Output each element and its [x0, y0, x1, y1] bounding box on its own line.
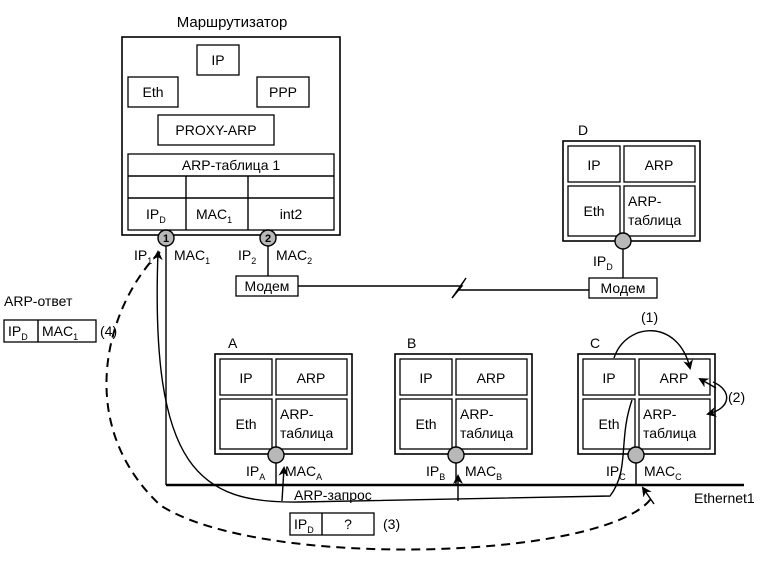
host-c-arp-table-block [638, 398, 711, 450]
arp-request-unknown-mac: ? [344, 516, 352, 532]
host-c-arp-table-label-1: ARP- [643, 406, 677, 422]
host-d-arp-table-label-2: таблица [628, 212, 681, 228]
arp-reply-path [105, 251, 652, 551]
router: Маршрутизатор IP Eth PPP PROXY-ARP ARP-т… [121, 14, 341, 266]
host-c-mac-address: MACC [644, 463, 682, 482]
router-ip-block [196, 44, 240, 76]
host-a-eth-label: Eth [235, 416, 256, 432]
router-port2-ip: IP2 [238, 247, 256, 266]
router-ip-label: IP [211, 52, 224, 68]
host-b-ip-address: IPB [426, 463, 445, 482]
host-a: A IP ARP Eth ARP- таблица IPA MACA [214, 335, 353, 482]
host-b-arp-table-label-2: таблица [460, 425, 513, 441]
host-a-arp-table-block [275, 398, 348, 450]
host-b-arp-label: ARP [477, 370, 506, 386]
host-b-ip-block [399, 358, 453, 396]
host-d-address: IPD [593, 253, 613, 272]
arp-request-to-a [278, 466, 289, 502]
router-proxy-arp-label: PROXY-ARP [175, 122, 256, 138]
host-c-ip-block [582, 358, 636, 396]
host-c: C IP ARP Eth ARP- таблица IPC MACC (1) (… [577, 309, 745, 482]
host-d: D IP ARP Eth ARP- таблица IPD [562, 122, 701, 272]
host-d-arp-table-block [623, 185, 696, 237]
host-d-eth-label: Eth [583, 203, 604, 219]
router-proxy-arp-block [157, 114, 275, 146]
router-ppp-block [256, 76, 310, 108]
router-arp-row-interface: int2 [280, 206, 303, 222]
host-d-ip-label: IP [587, 157, 600, 173]
router-arp-row-ip: IPD [146, 206, 166, 225]
router-port1-mac: MAC1 [174, 247, 210, 266]
host-b-arp-block [455, 358, 528, 396]
host-b-port [447, 446, 465, 464]
host-d-arp-table-label-1: ARP- [628, 193, 662, 209]
step-1-arrow [613, 330, 693, 370]
ethernet-label: Ethernet1 [694, 490, 755, 506]
step-2-arrow [706, 381, 728, 417]
host-b-arp-table-block [455, 398, 528, 450]
arp-request-frame [289, 512, 375, 536]
router-port1-ip: IP1 [134, 247, 152, 266]
arp-reply-mac: MAC1 [42, 323, 78, 342]
host-b-eth-block [399, 398, 453, 450]
host-a-ip-block [219, 358, 273, 396]
host-c-port [627, 446, 645, 464]
host-b: B IP ARP Eth ARP- таблица IPB MACB [394, 335, 533, 482]
arp-request-ip: IPD [294, 516, 314, 535]
router-eth-block [127, 76, 179, 108]
host-a-ip-address: IPA [246, 463, 265, 482]
host-a-eth-block [219, 398, 273, 450]
arp-reply-title: ARP-ответ [4, 293, 73, 309]
router-ppp-label: PPP [269, 84, 297, 100]
host-d-ip-block [567, 145, 621, 183]
arp-reply-ip: IPD [8, 323, 28, 342]
host-d-arp-label: ARP [645, 157, 674, 173]
router-port-2-label: 2 [265, 233, 271, 245]
host-a-arp-table-label-1: ARP- [280, 406, 314, 422]
router-port2-mac: MAC2 [276, 247, 312, 266]
step-1-label: (1) [641, 309, 658, 325]
host-a-port [267, 446, 285, 464]
step-2-label: (2) [728, 389, 745, 405]
arp-request-step: (3) [383, 516, 400, 532]
host-a-arp-block [275, 358, 348, 396]
arp-reply-frame [3, 319, 97, 343]
host-d-arp-block [623, 145, 696, 183]
router-arp-table [127, 153, 335, 231]
host-b-ip-label: IP [419, 370, 432, 386]
host-a-title: A [228, 335, 238, 351]
host-a-ip-label: IP [239, 370, 252, 386]
arp-reply-step: (4) [100, 323, 117, 339]
host-c-eth-label: Eth [598, 416, 619, 432]
router-port-1-label: 1 [163, 233, 169, 245]
host-c-arp-block [638, 358, 711, 396]
modem-right-label: Модем [601, 280, 646, 296]
ppp-link [298, 277, 589, 299]
host-d-eth-block [567, 185, 621, 237]
host-b-eth-label: Eth [415, 416, 436, 432]
router-eth-label: Eth [142, 84, 163, 100]
host-b-mac-address: MACB [465, 463, 502, 482]
host-c-arp-label: ARP [660, 370, 689, 386]
arp-reply-arrowhead [641, 486, 655, 505]
host-c-arp-table-label-2: таблица [643, 425, 696, 441]
host-b-title: B [407, 335, 416, 351]
router-title: Маршрутизатор [177, 14, 288, 31]
host-a-arp-label: ARP [297, 370, 326, 386]
arp-request-path [152, 250, 633, 503]
host-a-arp-table-label-2: таблица [280, 425, 333, 441]
modem-left-label: Модем [245, 278, 290, 294]
router-arp-table-title: ARP-таблица 1 [182, 157, 281, 173]
host-c-ip-label: IP [602, 370, 615, 386]
host-d-title: D [578, 122, 588, 138]
router-arp-row-mac: MAC1 [196, 206, 232, 225]
host-b-arp-table-label-1: ARP- [460, 406, 494, 422]
host-c-ip-address: IPC [606, 463, 626, 482]
host-d-port [614, 232, 632, 250]
host-a-mac-address: MACA [285, 463, 322, 482]
arp-request-title: ARP-запрос [294, 487, 372, 503]
host-c-title: C [590, 335, 600, 351]
